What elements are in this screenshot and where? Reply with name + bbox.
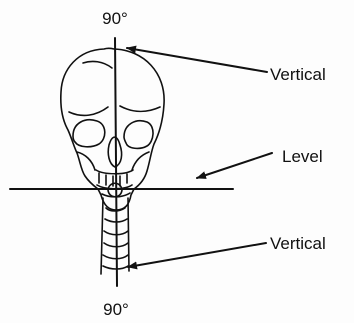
lower-vertical-label: Vertical: [270, 234, 326, 253]
level-label: Level: [282, 147, 323, 166]
lower-vertical-arrow: [128, 243, 266, 267]
upper-vertical-arrow: [127, 48, 267, 72]
vertical-axis-line: [115, 38, 117, 286]
skull-front-icon: [61, 48, 164, 274]
top-angle-label: 90°: [102, 9, 128, 28]
bottom-angle-label: 90°: [103, 300, 129, 319]
upper-vertical-label: Vertical: [270, 65, 326, 84]
level-arrow: [197, 153, 272, 178]
